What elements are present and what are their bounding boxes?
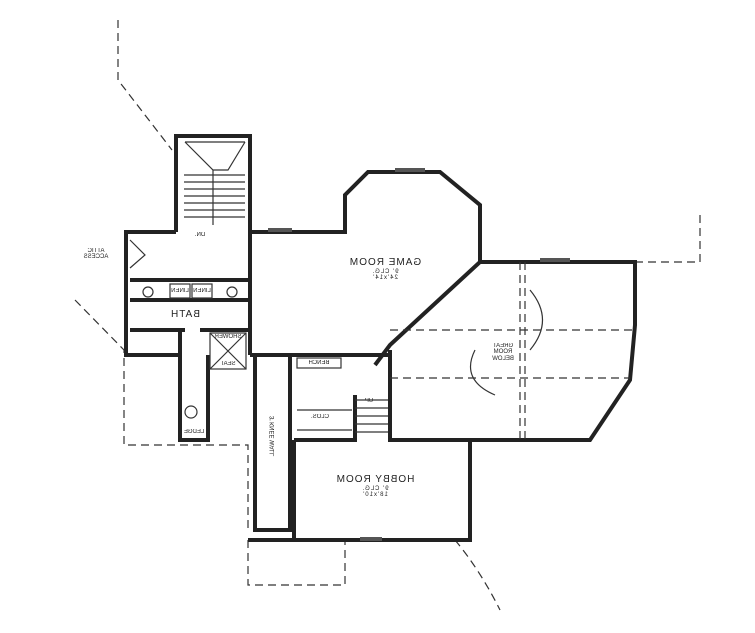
walls [124, 170, 637, 542]
game-room-size: 24'x14' [372, 274, 398, 281]
down-label: DN. [194, 232, 206, 238]
knee-wall-label: 3' KNEE WALL [269, 416, 276, 457]
game-room-name: GAME ROOM [348, 257, 422, 268]
stair-tower [174, 134, 252, 232]
bench-label: BENCH [308, 360, 330, 366]
attic-access-label: ATTIC ACCESS [83, 248, 109, 261]
shower-label: SHOWER [214, 334, 242, 340]
linen-2-label: LINEN [193, 288, 211, 294]
bath-label: BATH [170, 309, 200, 320]
hobby-room-label: HOBBY ROOM 9' CLG. 18'x10' [320, 474, 430, 498]
toilet [184, 405, 198, 419]
great-room-label: GREAT ROOM BELOW [492, 343, 514, 362]
linen-1-label: LINEN [171, 288, 189, 294]
hobby-room-size: 18'x10' [362, 491, 388, 498]
game-room-label: GAME ROOM 9' CLG. 24'x14' [330, 257, 440, 281]
up-label: UP [364, 398, 374, 404]
shower-stall [209, 332, 247, 370]
sink-left [142, 286, 154, 298]
sink-right [226, 286, 238, 298]
fixtures [129, 168, 632, 541]
seat-label: SEAT [220, 361, 236, 367]
hobby-room-name: HOBBY ROOM [335, 474, 415, 485]
closet-label: CLOS. [311, 414, 330, 420]
ledge-label: LEDGE [183, 429, 205, 435]
